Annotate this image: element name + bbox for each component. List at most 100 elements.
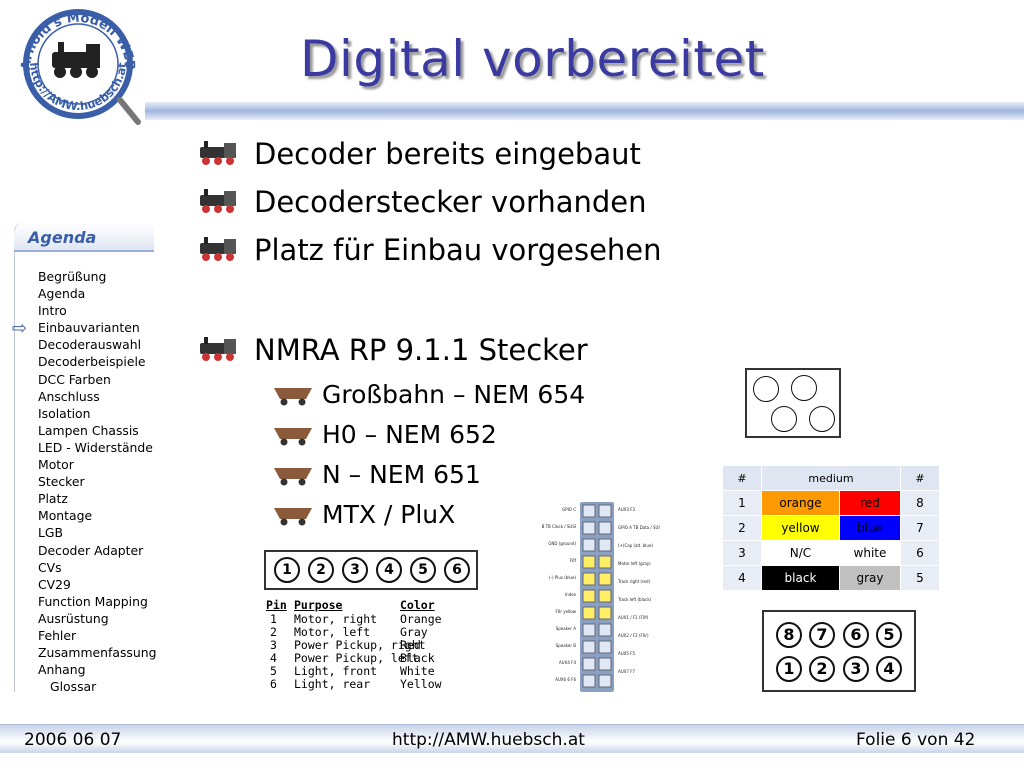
agenda-item[interactable]: Montage <box>38 508 93 524</box>
locomotive-icon <box>52 42 100 78</box>
header-cell: medium <box>761 465 901 491</box>
agenda-panel <box>14 222 161 692</box>
plux-pin <box>598 538 612 552</box>
plux-label-right: AUX1 / F1 (F0f) <box>618 615 649 620</box>
table-cell: Black <box>400 651 435 665</box>
bullet-text: Decoderstecker vorhanden <box>254 185 647 219</box>
agenda-item[interactable]: Decoderauswahl <box>38 337 142 353</box>
pin-number-cell: 3 <box>722 540 762 566</box>
pin-circle: 6 <box>444 557 470 583</box>
footer-url[interactable]: http://AMW.huebsch.at <box>392 730 585 750</box>
bottom-bar <box>0 724 1024 753</box>
pin-circle <box>809 406 835 432</box>
agenda-item[interactable]: CV29 <box>38 576 71 592</box>
agenda-item[interactable]: DCC Farben <box>38 371 111 387</box>
bullet-text: Platz für Einbau vorgesehen <box>254 233 662 267</box>
plux-pin <box>582 521 596 535</box>
plux-pin <box>582 657 596 671</box>
table-cell: 5 <box>270 664 277 678</box>
magnifier-icon <box>117 97 141 125</box>
plux-label-left: Speaker B <box>556 643 577 648</box>
table-cell: Motor, left <box>294 625 371 639</box>
plux-label-right: AUX7 F7 <box>618 669 636 674</box>
table-cell: Power Pickup, right <box>294 638 426 652</box>
agenda-item[interactable]: Agenda <box>38 286 86 302</box>
agenda-tab[interactable] <box>14 224 154 252</box>
agenda-list: Begrüßung Agenda Intro Einbauvarianten D… <box>38 268 156 695</box>
agenda-item[interactable]: Isolation <box>38 405 91 421</box>
table-cell: Orange <box>400 612 442 626</box>
color-cell: N/C <box>761 540 840 566</box>
plux-label-left: (-) Plus (blue) <box>549 575 576 580</box>
header-cell: Purpose <box>294 598 343 612</box>
locomotive-bullet-icon <box>200 141 236 165</box>
agenda-item[interactable]: Glossar <box>50 679 97 695</box>
agenda-item[interactable]: Anschluss <box>38 388 100 404</box>
agenda-item[interactable]: Decoderbeispiele <box>38 354 146 370</box>
wagon-bullet-icon <box>274 508 312 526</box>
table-row: 4 black gray 5 <box>722 565 940 591</box>
plux-pin <box>598 640 612 654</box>
pin-number-cell: 4 <box>722 565 762 591</box>
plux-label-right: GPIO A TB Data / SUSI <box>618 525 660 530</box>
agenda-item[interactable]: Ausrüstung <box>38 610 109 626</box>
pin-purpose-table: Pin Purpose Color 1 Motor, right Orange … <box>262 590 442 696</box>
agenda-item[interactable]: Intro <box>38 303 67 319</box>
plux-pin <box>582 555 596 569</box>
plux-pin <box>582 504 596 518</box>
plux-pin <box>598 657 612 671</box>
table-row: 3 N/C white 6 <box>722 540 940 566</box>
color-cell: black <box>761 565 840 591</box>
plux-label-left: GND (ground) <box>548 541 576 546</box>
table-cell: Gray <box>400 625 428 639</box>
plux-pin <box>598 504 612 518</box>
color-cell: gray <box>838 565 902 591</box>
plux-pin <box>582 572 596 586</box>
bullet-list: Decoder bereits eingebaut Decoderstecker… <box>190 132 750 536</box>
pin-circle: 2 <box>809 656 835 682</box>
agenda-item[interactable]: Platz <box>38 491 68 507</box>
locomotive-bullet-icon <box>200 237 236 261</box>
agenda-item[interactable]: CVs <box>38 559 62 575</box>
plux-label-left: F0r yellow <box>555 609 576 614</box>
agenda-item[interactable]: Zusammenfassung <box>38 645 157 661</box>
sub-bullet-text: N – NEM 651 <box>322 460 481 489</box>
agenda-item[interactable]: LED - Widerstände <box>38 439 153 455</box>
header-cell: # <box>722 465 762 491</box>
color-cell: orange <box>761 490 840 516</box>
agenda-item[interactable]: LGB <box>38 525 64 541</box>
header-cell: Pin <box>266 598 287 612</box>
table-cell: Light, rear <box>294 677 371 691</box>
plux-pin <box>598 623 612 637</box>
locomotive-bullet-icon <box>200 189 236 213</box>
table-cell: 1 <box>270 612 277 626</box>
sub-bullet-text: Großbahn – NEM 654 <box>322 380 586 409</box>
sub-bullet-item: Großbahn – NEM 654 <box>190 376 750 416</box>
agenda-item[interactable]: Lampen Chassis <box>38 422 139 438</box>
agenda-item[interactable]: Begrüßung <box>38 269 107 284</box>
table-cell: Light, front <box>294 664 378 678</box>
header-cell: Color <box>400 598 435 612</box>
footer-date: 2006 06 07 <box>24 730 122 750</box>
agenda-item[interactable]: Stecker <box>38 474 85 490</box>
agenda-item[interactable]: Decoder Adapter <box>38 542 144 558</box>
pin-number-cell: 5 <box>900 565 940 591</box>
pin-circle: 4 <box>876 656 902 682</box>
agenda-item[interactable]: Motor <box>38 457 74 473</box>
plux-label-left: Index <box>565 592 577 597</box>
sub-bullet-text: MTX / PluX <box>322 500 456 529</box>
agenda-item[interactable]: Function Mapping <box>38 593 148 609</box>
plux-label-left: AUX4 F4 <box>559 660 577 665</box>
agenda-item[interactable]: Anhang <box>38 662 86 678</box>
plux-label-left: F0f <box>570 558 577 563</box>
header-cell: # <box>900 465 940 491</box>
agenda-item-current[interactable]: Einbauvarianten <box>38 320 140 336</box>
agenda-item[interactable]: Fehler <box>38 627 77 643</box>
table-cell: White <box>400 664 435 678</box>
locomotive-bullet-icon <box>200 337 236 361</box>
pin-circle <box>791 375 817 401</box>
agenda-title: Agenda <box>28 228 97 247</box>
plux-pin <box>598 606 612 620</box>
plux-label-right: AUX3 F3 <box>618 507 636 512</box>
pin-circle: 2 <box>308 557 334 583</box>
